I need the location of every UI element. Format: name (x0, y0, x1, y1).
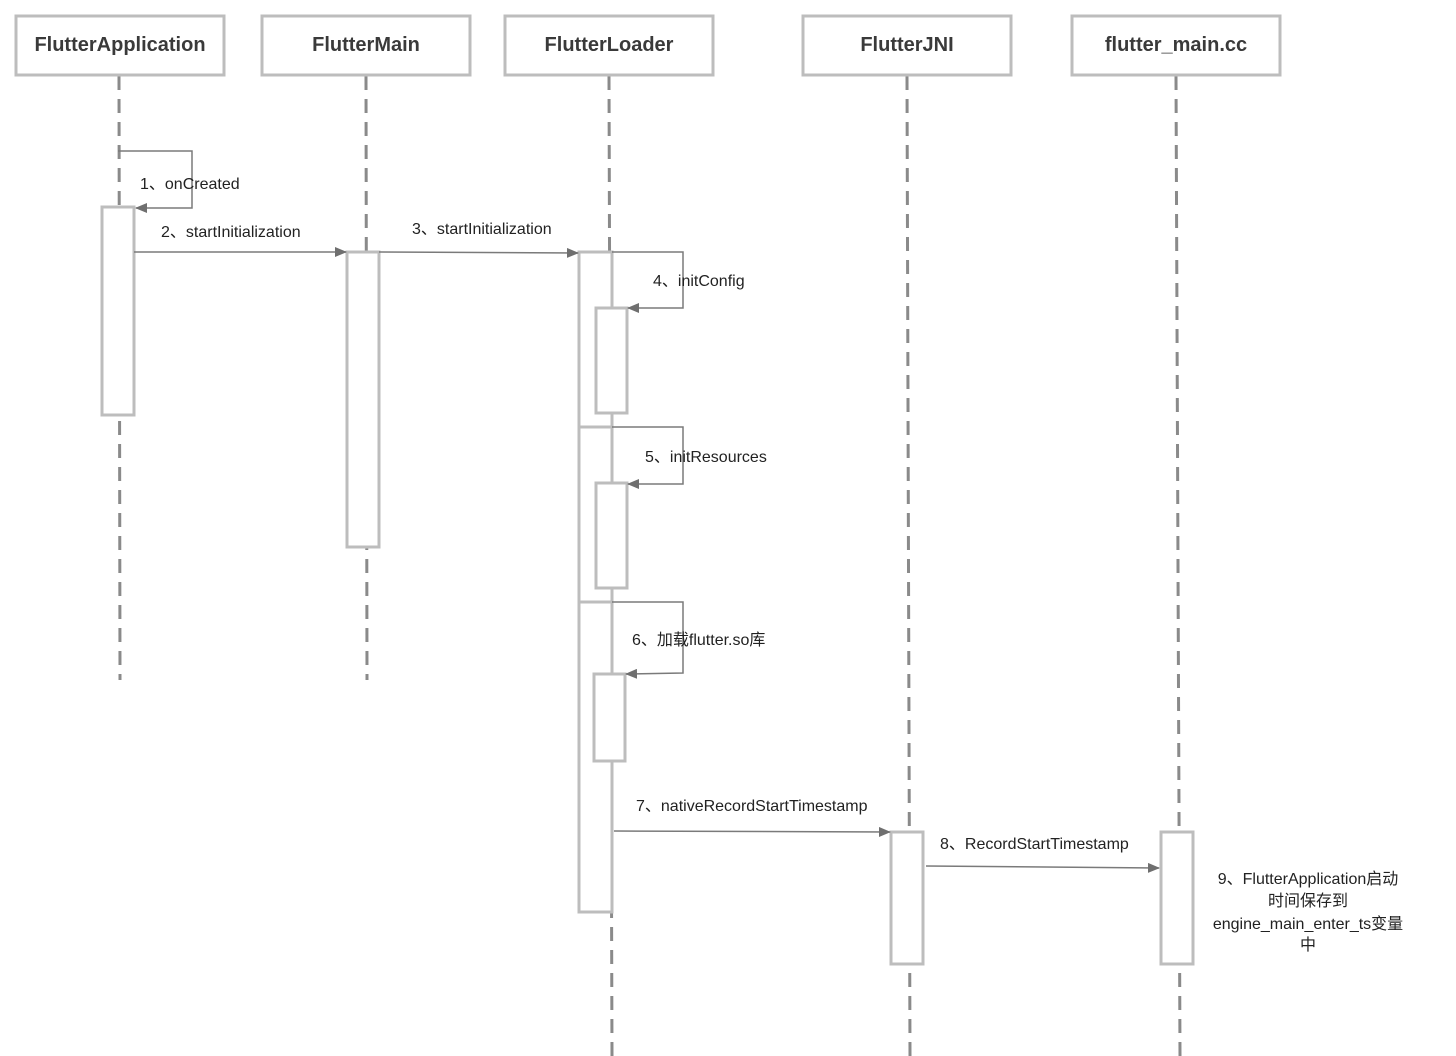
message-label-start-initialization-main: 3、startInitialization (412, 221, 552, 238)
message-arrow-on-created (118, 150, 193, 213)
activation-flutter-jni (889, 830, 925, 966)
participant-flutter-main-cc: flutter_main.cc (1070, 14, 1282, 77)
note-line: 中 (1300, 936, 1316, 954)
message-label-init-resources: 5、initResources (645, 449, 767, 466)
participant-label: FlutterMain (312, 34, 420, 56)
activation-init-config (594, 306, 629, 415)
note-startup-time: 9、FlutterApplication启动 时间保存到 engine_main… (1213, 870, 1403, 954)
participant-flutter-application: FlutterApplication (14, 14, 226, 77)
message-label-start-initialization-app: 2、startInitialization (161, 224, 301, 241)
message-label-load-so: 6、加载flutter.so库 (632, 631, 765, 649)
activation-flutter-application (100, 205, 136, 417)
activation-load-so (592, 672, 627, 763)
message-label-record-start-timestamp: 8、RecordStartTimestamp (940, 836, 1129, 853)
note-line: 时间保存到 (1268, 892, 1348, 910)
note-line: engine_main_enter_ts变量 (1213, 915, 1403, 933)
message-arrow-start-initialization-main (378, 247, 579, 258)
participant-label: FlutterLoader (545, 34, 674, 56)
activation-flutter-main (345, 250, 381, 549)
message-arrow-init-resources (612, 426, 684, 489)
message-arrow-init-config (612, 251, 684, 313)
participant-flutter-main: FlutterMain (260, 14, 472, 77)
participant-flutter-jni: FlutterJNI (801, 14, 1013, 77)
activation-flutter-main-cc (1159, 830, 1195, 966)
message-label-native-record-start-timestamp: 7、nativeRecordStartTimestamp (636, 798, 868, 815)
activation-init-resources (594, 481, 629, 590)
message-arrow-record-start-timestamp (925, 862, 1160, 873)
message-arrow-native-record-start-timestamp (613, 826, 891, 837)
participant-label: flutter_main.cc (1105, 34, 1247, 56)
participant-flutter-loader: FlutterLoader (503, 14, 715, 77)
participant-label: FlutterJNI (860, 34, 953, 56)
message-label-on-created: 1、onCreated (140, 176, 240, 193)
note-line: 9、FlutterApplication启动 (1218, 870, 1399, 888)
message-label-init-config: 4、initConfig (653, 273, 745, 290)
participant-label: FlutterApplication (34, 34, 205, 56)
message-arrow-load-so (612, 601, 684, 679)
